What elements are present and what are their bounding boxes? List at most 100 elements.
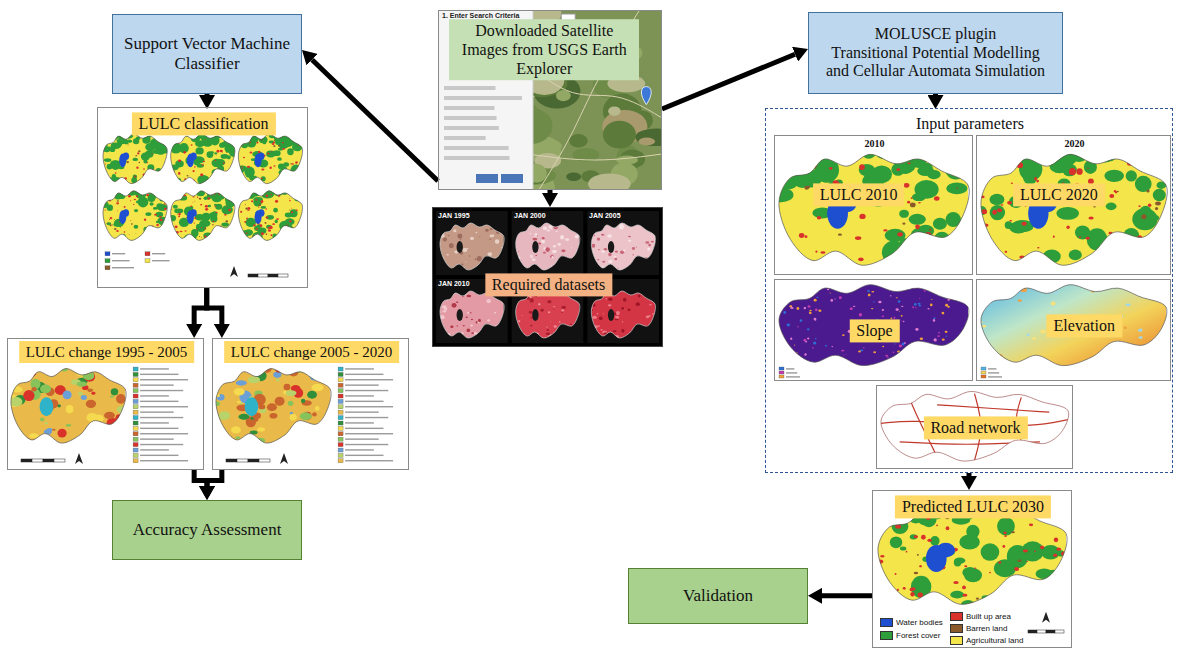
illustration-part (868, 293, 871, 296)
illustration-part (838, 361, 840, 362)
illustration-part (1055, 630, 1064, 633)
illustration-part (591, 222, 655, 274)
illustration-part (116, 210, 118, 212)
illustration-part (1153, 189, 1166, 201)
illustration-part (238, 191, 302, 241)
image-tile (512, 211, 584, 275)
illustration-part (266, 195, 269, 198)
legend-item: Water bodies (880, 618, 943, 627)
illustration-part (338, 453, 343, 457)
panel-label: Road network (923, 416, 1027, 439)
illustration-part (185, 230, 187, 231)
illustration-part (242, 141, 245, 143)
illustration-part (137, 187, 146, 192)
illustration-part (248, 274, 258, 277)
illustration-part (295, 236, 296, 238)
illustration-part (444, 307, 447, 310)
illustration-part (632, 247, 635, 250)
illustration-part (145, 252, 150, 256)
illustration-part (233, 236, 235, 237)
illustration-part (561, 249, 565, 252)
illustration-part (611, 225, 613, 226)
illustration-part (1056, 508, 1062, 511)
illustration-part (282, 188, 285, 192)
illustration-part (1060, 509, 1063, 511)
illustration-part (907, 201, 910, 204)
illustration-part (103, 133, 167, 186)
illustration-part (244, 192, 247, 195)
illustration-part (312, 412, 317, 416)
illustration-part (912, 306, 914, 308)
illustration-part (933, 317, 935, 319)
illustration-part (783, 360, 786, 362)
illustration-part (105, 163, 106, 164)
illustration-part (899, 311, 900, 313)
illustration-part (66, 424, 72, 427)
flow-arrow (967, 473, 972, 476)
illustration-part (863, 347, 864, 349)
sat-map (516, 222, 580, 272)
illustration-part (214, 152, 217, 154)
illustration-part (297, 132, 305, 136)
illustration-part (260, 224, 263, 227)
illustration-part (236, 130, 305, 189)
illustration-part (888, 283, 890, 285)
illustration-part (797, 326, 798, 327)
illustration-part (1151, 215, 1159, 221)
illustration-part (120, 374, 130, 384)
illustration-part (1034, 177, 1037, 180)
illustration-part (859, 164, 865, 170)
illustration-part (501, 174, 523, 183)
illustration-part (590, 289, 655, 340)
illustration-part (530, 233, 532, 234)
illustration-part (927, 364, 930, 366)
illustration-part (858, 350, 861, 352)
illustration-part (254, 187, 263, 196)
illustration-part (485, 336, 486, 337)
illustration-part (516, 291, 580, 338)
illustration-part (975, 242, 991, 257)
illustration-part (930, 257, 933, 259)
illustration-part (171, 236, 172, 238)
illustration-part (1060, 504, 1066, 508)
illustration-part (456, 301, 458, 302)
illustration-part (591, 223, 655, 270)
illustration-part (958, 227, 964, 232)
illustration-part (345, 384, 379, 385)
illustration-part (953, 356, 956, 358)
box-label: Transitional Potential Modelling and Cel… (819, 44, 1052, 82)
illustration-part (927, 285, 929, 287)
illustration-part (338, 416, 343, 420)
illustration-part (186, 237, 187, 239)
illustration-part (266, 192, 271, 196)
illustration-part (1005, 251, 1008, 253)
illustration-part (449, 243, 454, 248)
illustration-part (954, 299, 955, 300)
panel-label: LULC change 1995 - 2005 (19, 341, 195, 363)
illustration-part (140, 433, 188, 434)
illustration-part (444, 146, 509, 150)
illustration-part (1139, 145, 1163, 166)
flow-arrow (548, 190, 553, 193)
illustration-part (1023, 549, 1028, 552)
illustration-part (136, 167, 139, 169)
illustration-part (105, 434, 113, 441)
illustration-part (448, 225, 452, 228)
illustration-part (636, 246, 637, 247)
illustration-part (628, 236, 631, 238)
illustration-part (769, 143, 977, 280)
illustration-part (111, 133, 116, 136)
illustration-part (317, 367, 324, 371)
illustration-part (597, 237, 600, 240)
illustration-part (270, 234, 272, 236)
illustration-part (1086, 237, 1090, 240)
illustration-part (273, 145, 275, 147)
illustration-part (314, 368, 321, 373)
screenshot-panel: Downloaded Satellite Images from USGS Ea… (438, 10, 662, 190)
illustration-part (218, 242, 219, 243)
illustration-part (133, 421, 138, 425)
illustration-part (945, 157, 967, 180)
illustration-part (485, 339, 487, 342)
illustration-part (290, 228, 300, 236)
scale-bar (21, 459, 65, 462)
